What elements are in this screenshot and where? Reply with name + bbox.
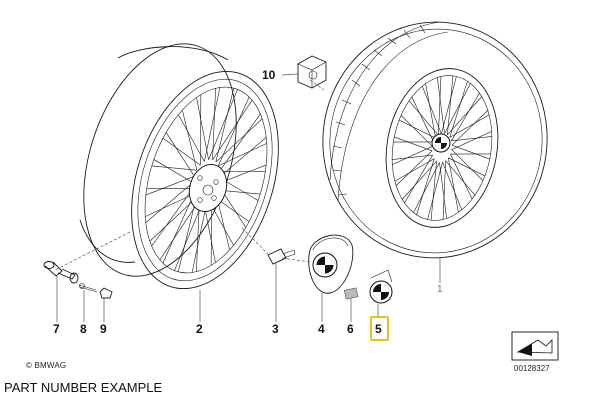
callout-8: 8	[80, 322, 87, 336]
part-10-wheel-lock	[297, 55, 327, 89]
part-4-hub-cap	[308, 234, 354, 294]
callout-10: 10	[262, 68, 276, 82]
callout-6: 6	[347, 322, 354, 336]
part-5-emblem	[369, 269, 393, 304]
callout-labels: 10 1 7 8 9 2 3 4 6 5	[53, 68, 443, 341]
image-id: 00128327	[514, 364, 550, 373]
callout-5-highlight	[370, 316, 389, 341]
callout-3: 3	[272, 322, 279, 336]
leader-lines	[54, 73, 441, 322]
callout-7: 7	[53, 322, 60, 336]
part-6-plate	[343, 287, 359, 300]
callout-2: 2	[196, 322, 203, 336]
callout-5: 5	[375, 322, 382, 336]
tire-assembly	[322, 21, 548, 259]
callout-4: 4	[318, 322, 325, 336]
part-3-wheel-bolt	[267, 248, 296, 265]
part-8-valve-core	[78, 283, 98, 293]
copyright-text: © BMWAG	[26, 361, 67, 370]
callout-1: 1	[437, 284, 443, 295]
part-7-valve	[43, 261, 79, 284]
wheel-rim	[79, 43, 279, 290]
image-id-box: 00128327	[511, 331, 559, 373]
part-number-caption: PART NUMBER EXAMPLE	[4, 380, 163, 395]
callout-9: 9	[100, 322, 107, 336]
part-9-valve-cap	[99, 287, 113, 299]
